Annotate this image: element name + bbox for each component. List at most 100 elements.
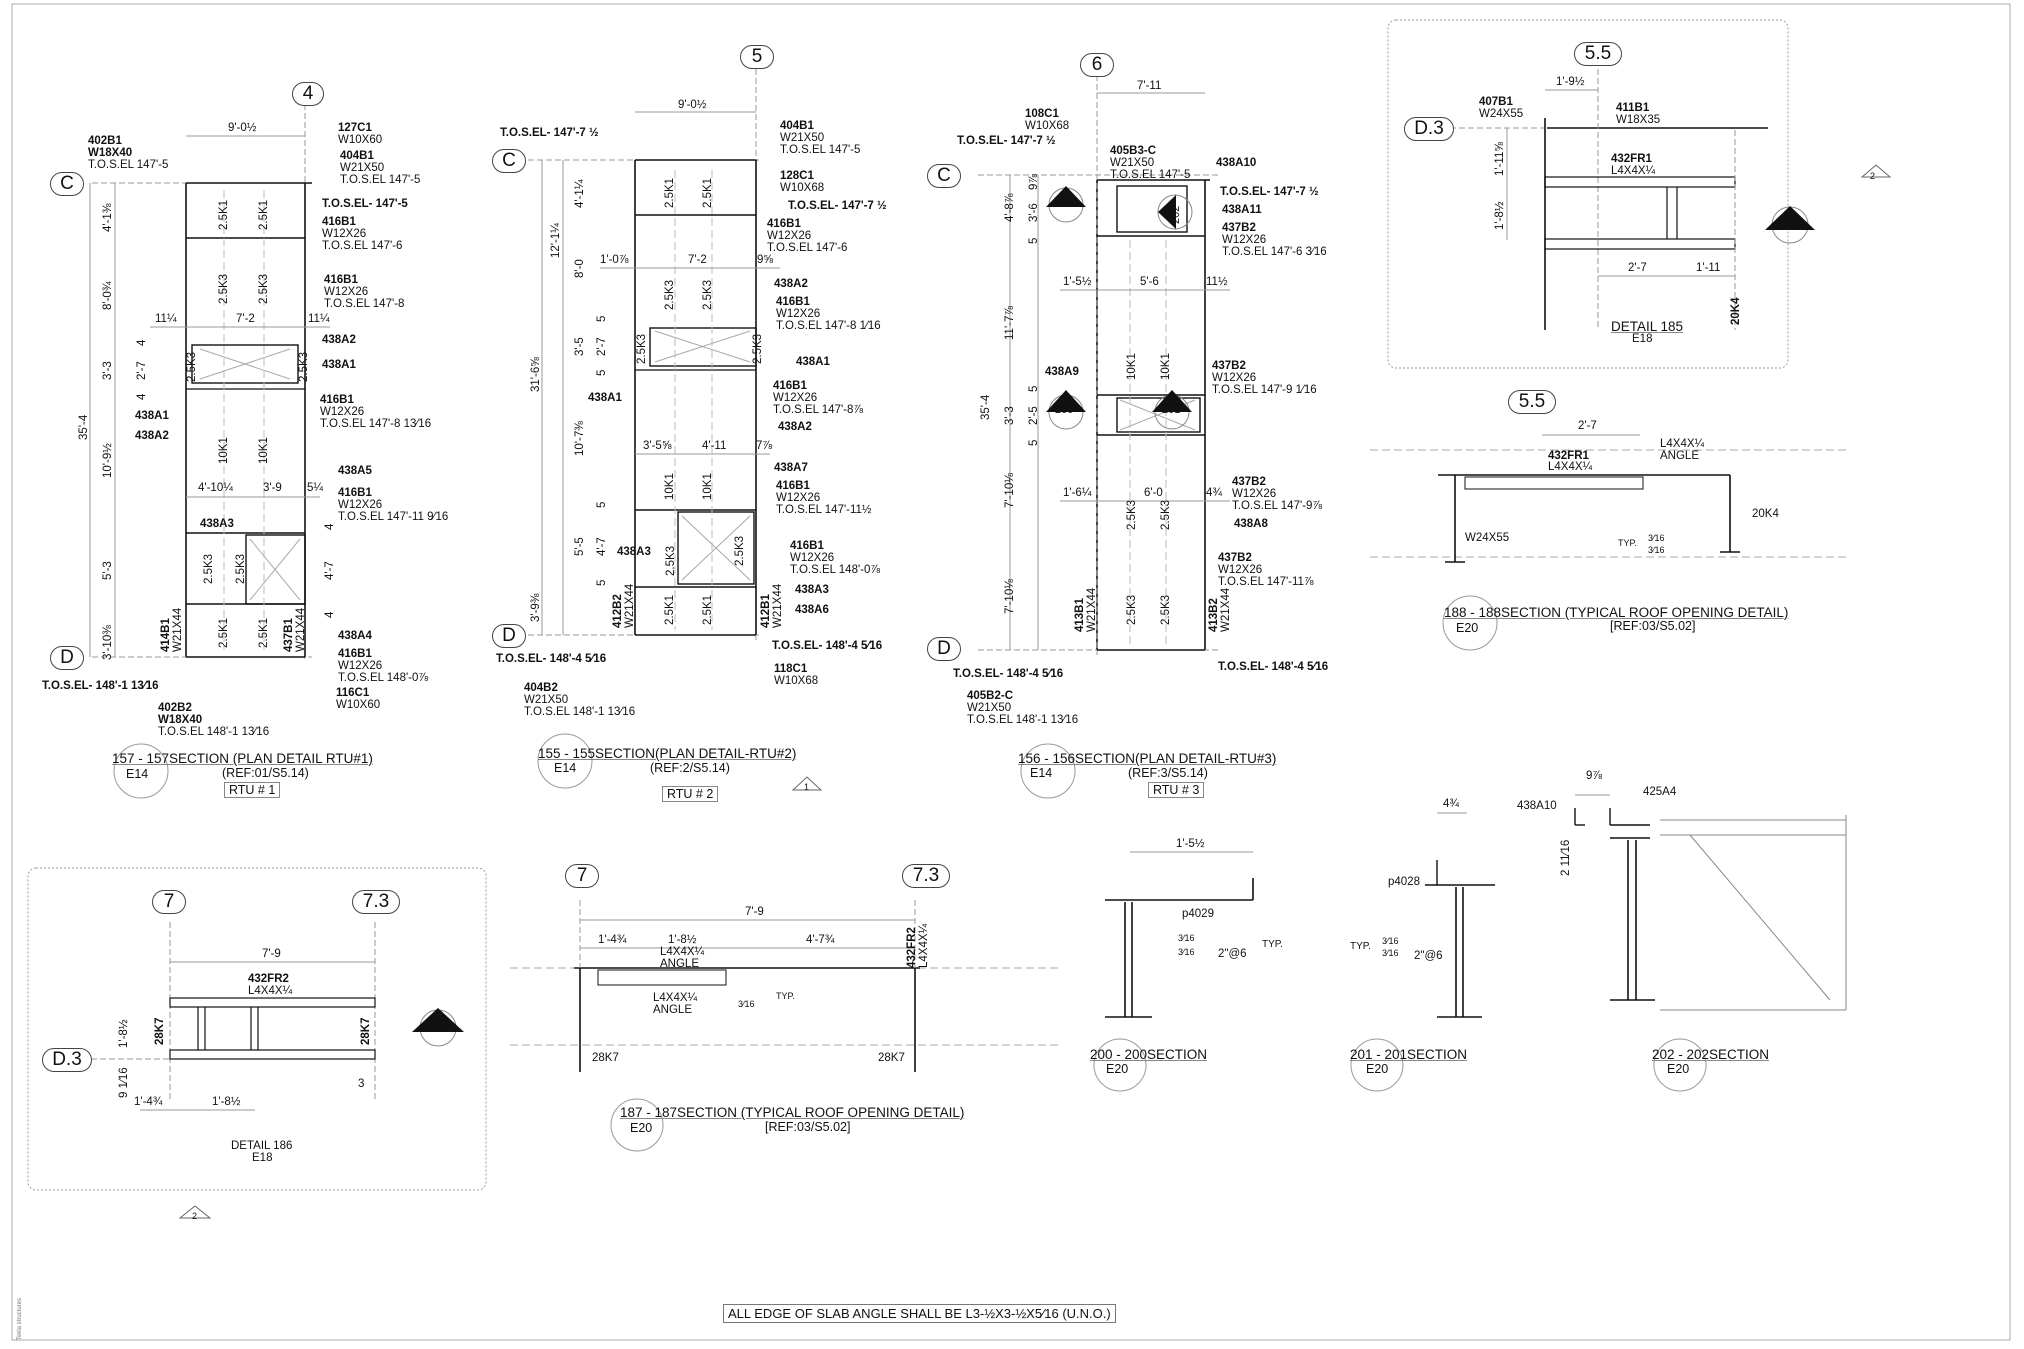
member-mark: 416B1 [776,296,810,308]
dimension: 3'-9 [263,482,282,494]
member-size: W21X44 [295,607,307,652]
member-mark: 438A11 [1222,204,1262,216]
dimension: 9⅝ [757,254,773,266]
dimension: 5'-3 [102,561,114,580]
section-title: 200 - 200SECTION [1090,1047,1208,1062]
member-elev: T.O.S.EL 148'-1 13⁄16 [158,726,270,738]
sheet-reference: E20 [1106,1062,1129,1076]
dimension: 1'-8½ [118,1019,130,1048]
grid-bubble-5-5: 5.5 [1574,42,1622,66]
dimension: 3'-9⅜ [530,593,542,622]
dimension: 7'-2 [236,313,255,325]
dimension: 11'-7⅞ [1004,306,1016,340]
member-size: L4X4X¼ [918,923,930,968]
member-size: W24X55 [1479,108,1524,120]
dimension: 12'-1¼ [550,223,562,258]
dimension: 5 [596,369,608,376]
member-size: W12X26 [767,230,812,242]
member-size: W21X44 [172,607,184,652]
dimension: 6'-0 [1144,487,1163,499]
revision-mark: 2 [192,1211,198,1221]
member-elev: T.O.S.EL 147'-8 [324,298,405,310]
dimension: 3 [358,1078,365,1090]
member-size: W10X60 [338,134,383,146]
rtu-tag: RTU # 2 [662,786,719,802]
elevation-tag: T.O.S.EL- 148'-4 5⁄16 [496,653,607,665]
weld-size: 3⁄16 [1382,948,1399,958]
member-mark: 437B2 [1218,552,1252,564]
joist-mark: 28K7 [360,1017,372,1046]
joist-mark: 2.5K3 [1160,594,1172,625]
member-size: W12X26 [1218,564,1263,576]
section201-framing [1425,812,1495,1018]
grid-bubble-d: D [50,646,84,670]
grid-bubble-6: 6 [1080,53,1114,77]
grid-bubble-c: C [492,149,526,173]
dimension: 5¼ [307,482,323,494]
member-mark: 438A9 [1045,366,1079,378]
section-title: 187 - 187SECTION (TYPICAL ROOF OPENING D… [620,1105,965,1120]
reference-note: (REF:01/S5.14) [222,766,309,780]
weld-size: 3⁄16 [738,999,755,1009]
dimension: 3'-3 [102,361,114,380]
general-note: ALL EDGE OF SLAB ANGLE SHALL BE L3-½X3-½… [723,1304,1116,1323]
section-title: 155 - 155SECTION(PLAN DETAIL-RTU#2) [538,746,797,761]
joist-mark: 2.5K3 [752,333,764,364]
member-mark: 416B1 [338,487,372,499]
elevation-tag: T.O.S.EL- 147'-7 ½ [1220,186,1319,198]
joist-mark: 2.5K3 [1126,594,1138,625]
member-mark: 438A1 [135,410,169,422]
member-mark: 416B1 [776,480,810,492]
member-size: L4X4X¼ [248,985,293,997]
member-size: W10X68 [780,182,825,194]
detail185-framing [1450,60,1768,330]
dimension: 1'-5½ [1063,276,1092,288]
dimension: 1'-5½ [1176,838,1205,850]
member-mark: 411B1 [1616,102,1650,114]
member-mark: 438A10 [1517,800,1557,812]
section-title: 201 - 201SECTION [1350,1047,1468,1062]
sheet-reference: E18 [1632,333,1653,345]
member-mark: 438A2 [774,278,808,290]
member-size: W10X68 [1025,120,1070,132]
member-size: W10X60 [336,699,381,711]
weld-note: TYP. [776,991,795,1001]
dimension: 2'-5 [1028,406,1040,425]
dimension: 3'-3 [1004,406,1016,425]
joist-mark: 20K4 [1730,297,1742,326]
member-mark: 432FR1 [1611,153,1652,165]
member-mark: 108C1 [1025,108,1059,120]
grid-bubble-4: 4 [292,82,324,106]
rtu2-framing [528,60,780,640]
title-callout-circles [113,595,1707,1152]
dimension: 10'-9½ [102,443,114,478]
elevation-tag: T.O.S.EL- 147'-5 [322,198,408,210]
section-marker-label: 200 [1055,404,1074,416]
joist-mark: 28K7 [592,1052,619,1064]
member-size: W18X35 [1616,114,1661,126]
sheet-reference: E20 [630,1121,653,1135]
weld-size: 3⁄16 [1382,936,1399,946]
dimension: 4'-10¼ [198,482,233,494]
elevation-tag: T.O.S.EL- 148'-4 5⁄16 [1218,661,1329,673]
member-elev: T.O.S.EL 147'-6 3⁄16 [1222,246,1327,258]
dimension: 7'-10⅛ [1004,579,1016,614]
member-mark: 116C1 [336,687,370,699]
member-mark: 438A3 [200,518,234,530]
dimension: 1'-4¾ [134,1096,163,1108]
member-size: W12X26 [1232,488,1277,500]
member-elev: T.O.S.EL 147'-5 [780,144,861,156]
dimension: 3'-10⅜ [102,625,114,660]
rtu-tag: RTU # 1 [224,782,281,798]
dimension: 1'-11⅝ [1494,142,1506,176]
joist-mark: 2.5K3 [186,351,198,382]
member-size: W12X26 [1222,234,1267,246]
member-mark: 438A1 [796,356,830,368]
weld-size: 3⁄16 [1648,545,1665,555]
grid-bubble-d-3: D.3 [1404,117,1454,141]
member-mark: 438A3 [617,546,651,558]
dimension: 7⅞ [756,440,772,452]
grid-bubble-7-3: 7.3 [352,890,400,914]
dimension: 5'-6 [1140,276,1159,288]
